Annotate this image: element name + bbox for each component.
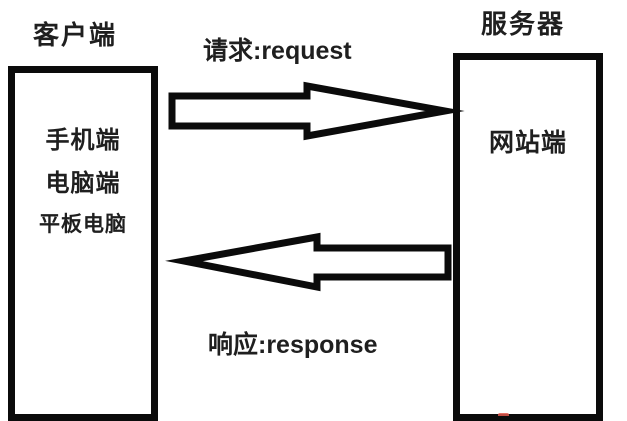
client-item-phone: 手机端	[45, 127, 121, 154]
client-item-pc: 电脑端	[45, 170, 121, 197]
red-mark-fragment	[498, 413, 509, 416]
client-box	[8, 66, 158, 421]
request-arrow-label: 请求:request	[203, 37, 352, 65]
request-arrow-icon	[168, 81, 465, 141]
server-item-website: 网站端	[488, 129, 567, 157]
client-item-tablet: 平板电脑	[39, 213, 127, 236]
client-box-title: 客户端	[33, 20, 118, 50]
server-box	[453, 53, 603, 421]
response-arrow-label: 响应:response	[208, 331, 378, 359]
server-box-title: 服务器	[481, 9, 566, 39]
response-arrow-icon	[165, 232, 452, 292]
